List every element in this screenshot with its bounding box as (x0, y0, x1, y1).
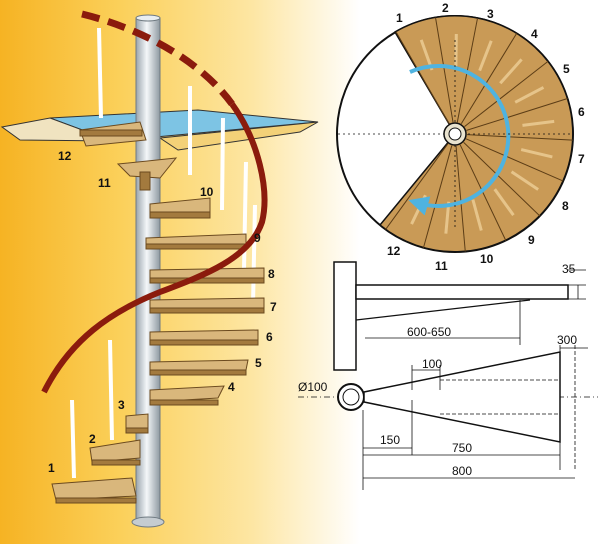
handrail (41, 102, 268, 394)
step-label-7: 7 (270, 300, 277, 314)
plan-tread-slot (514, 86, 545, 104)
plan-tread-edge (395, 31, 450, 124)
tread-dimension-drawing (298, 261, 598, 490)
plan-label-10: 10 (480, 252, 494, 266)
handrail-upper-dashed (81, 10, 235, 107)
plan-tread-edge (465, 138, 564, 182)
plan-tread-slot (510, 170, 539, 191)
staircase-3d-view: 1 2 3 4 5 6 7 8 9 10 11 12 (0, 10, 319, 528)
step-2 (89, 439, 141, 463)
plan-tread-slots (410, 33, 555, 234)
plan-label-4: 4 (531, 27, 538, 41)
plan-tread-edge (464, 60, 549, 128)
tread-top-view (363, 351, 561, 443)
plan-wood-sector (378, 14, 574, 253)
plan-tread-edge (435, 17, 454, 123)
step-label-5: 5 (255, 356, 262, 370)
plan-tread-slot (499, 58, 523, 85)
step-1 (51, 477, 137, 501)
step-label-9: 9 (254, 231, 261, 245)
dim-tread-thickness: 35 (562, 262, 576, 276)
plan-label-12: 12 (387, 244, 401, 258)
plan-tread-slot (522, 119, 555, 127)
plan-tread-edge (455, 145, 466, 252)
plan-tread-edge (385, 143, 449, 230)
steps (51, 121, 265, 504)
step-label-6: 6 (266, 330, 273, 344)
plan-label-8: 8 (562, 199, 569, 213)
plan-label-2: 2 (442, 1, 449, 15)
step-label-1: 1 (48, 461, 55, 475)
plan-tread-slot (520, 148, 553, 159)
tread-side-view (355, 284, 569, 300)
plan-label-3: 3 (487, 7, 494, 21)
step-label-11: 11 (98, 176, 111, 190)
dim-total-length: 800 (452, 464, 472, 478)
plan-tread-edge (466, 134, 573, 141)
step-label-2: 2 (89, 432, 96, 446)
plan-label-1: 1 (396, 11, 403, 25)
plan-tread-edge (422, 145, 453, 248)
dim-length: 750 (452, 441, 472, 455)
plan-tread-edge (459, 144, 507, 241)
step-label-3: 3 (118, 398, 125, 412)
plan-label-7: 7 (578, 152, 585, 166)
step-11 (116, 157, 178, 179)
step-4 (149, 385, 225, 403)
plan-tread-slot (478, 40, 493, 72)
plan-view: 1 2 3 4 5 6 7 8 9 10 11 12 (336, 1, 585, 273)
dim-pole-diameter: Ø100 (298, 380, 328, 394)
plan-tread-edge (463, 141, 541, 217)
pole-side-view (333, 261, 357, 371)
plan-tread-edge (466, 98, 568, 131)
plan-label-11: 11 (435, 259, 448, 273)
plan-direction-arrow (408, 64, 511, 216)
balusters (70, 27, 257, 479)
step-label-12: 12 (58, 149, 72, 163)
step-label-8: 8 (268, 267, 275, 281)
dim-inner-width: 100 (422, 357, 442, 371)
plan-tread-slot (493, 188, 515, 217)
plan-label-6: 6 (578, 105, 585, 119)
step-label-4: 4 (228, 380, 235, 394)
plan-label-9: 9 (528, 233, 535, 247)
plan-tread-edge (460, 33, 518, 125)
plan-tread-slot (471, 199, 483, 231)
dim-tread-length: 600-650 (407, 325, 451, 339)
step-label-10: 10 (200, 185, 214, 199)
dim-offset: 150 (380, 433, 400, 447)
plan-label-5: 5 (563, 62, 570, 76)
dim-outer-width: 300 (557, 333, 577, 347)
